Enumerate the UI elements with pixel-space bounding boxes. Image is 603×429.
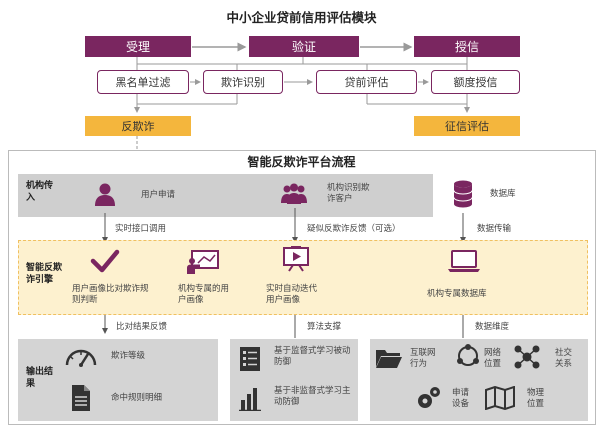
checklist-icon — [240, 347, 260, 371]
stage-credit: 授信 — [414, 36, 520, 57]
output-label: 输出结果 — [26, 367, 54, 390]
supervised-text: 基于监督式学习被动防御 — [274, 346, 351, 368]
map-icon — [485, 386, 515, 410]
video-icon — [283, 246, 309, 272]
unsupervised-text: 基于非监督式学习主动防御 — [274, 386, 351, 408]
input-label: 机构传入 — [26, 181, 54, 204]
output-anti-fraud: 反欺诈 — [85, 116, 191, 136]
rule-detail-text: 命中规则明细 — [111, 393, 163, 403]
stage-verify: 验证 — [249, 36, 359, 57]
dim-device-text: 申请设备 — [452, 388, 470, 410]
realtime-auto-text: 实时自动迭代用户画像 — [266, 284, 318, 306]
dim-physical-text: 物理位置 — [527, 388, 545, 410]
check-icon — [90, 249, 120, 273]
folder-icon — [376, 350, 402, 368]
bar-chart-icon — [239, 388, 261, 411]
group-icon — [281, 183, 307, 204]
step-pre-loan-eval: 贷前评估 — [316, 70, 417, 94]
gears-icon — [418, 387, 440, 408]
engine-label: 智能反欺诈引擎 — [26, 263, 63, 286]
org-database-text: 机构专属数据库 — [427, 289, 487, 299]
dim-network-text: 网络位置 — [484, 348, 502, 370]
org-identify-text: 机构识别欺诈客户 — [327, 183, 370, 205]
step-limit-credit: 额度授信 — [431, 70, 520, 94]
step-fraud-identify: 欺诈识别 — [203, 70, 283, 94]
dim-social-text: 社交关系 — [555, 348, 573, 370]
output-panel — [18, 339, 218, 421]
user-icon — [95, 183, 115, 206]
user-apply-text: 用户申请 — [141, 190, 176, 200]
presentation-icon — [187, 250, 219, 274]
fraud-level-text: 欺诈等级 — [111, 351, 146, 361]
social-icon — [514, 345, 540, 369]
document-icon — [72, 385, 90, 411]
stage-accept: 受理 — [85, 36, 191, 57]
suspect-feedback-text: 疑似反欺诈反馈（可选） — [307, 224, 401, 234]
profile-compare-text: 用户画像比对欺诈规则判断 — [72, 284, 149, 306]
laptop-icon — [448, 250, 480, 272]
realtime-api-text: 实时接口调用 — [115, 224, 167, 234]
top-connectors — [134, 42, 470, 150]
module-title: 中小企业贷前信用评估模块 — [226, 10, 377, 25]
gauge-icon — [65, 349, 97, 367]
org-profile-text: 机构专属的用户画像 — [178, 284, 230, 306]
dim-internet-text: 互联网行为 — [410, 348, 436, 370]
data-dimension-text: 数据维度 — [475, 322, 510, 332]
input-panel — [18, 174, 433, 217]
step-blacklist: 黑名单过滤 — [97, 70, 189, 94]
database-icon — [453, 180, 473, 208]
data-transfer-text: 数据传输 — [477, 224, 512, 234]
compare-feedback-text: 比对结果反馈 — [116, 322, 168, 332]
database-text: 数据库 — [490, 189, 516, 199]
algo-support-text: 算法支撑 — [307, 322, 342, 332]
dimension-panel — [370, 339, 588, 421]
network-icon — [457, 344, 479, 366]
platform-title: 智能反欺诈平台流程 — [247, 155, 356, 169]
output-credit-eval: 征信评估 — [414, 116, 520, 136]
